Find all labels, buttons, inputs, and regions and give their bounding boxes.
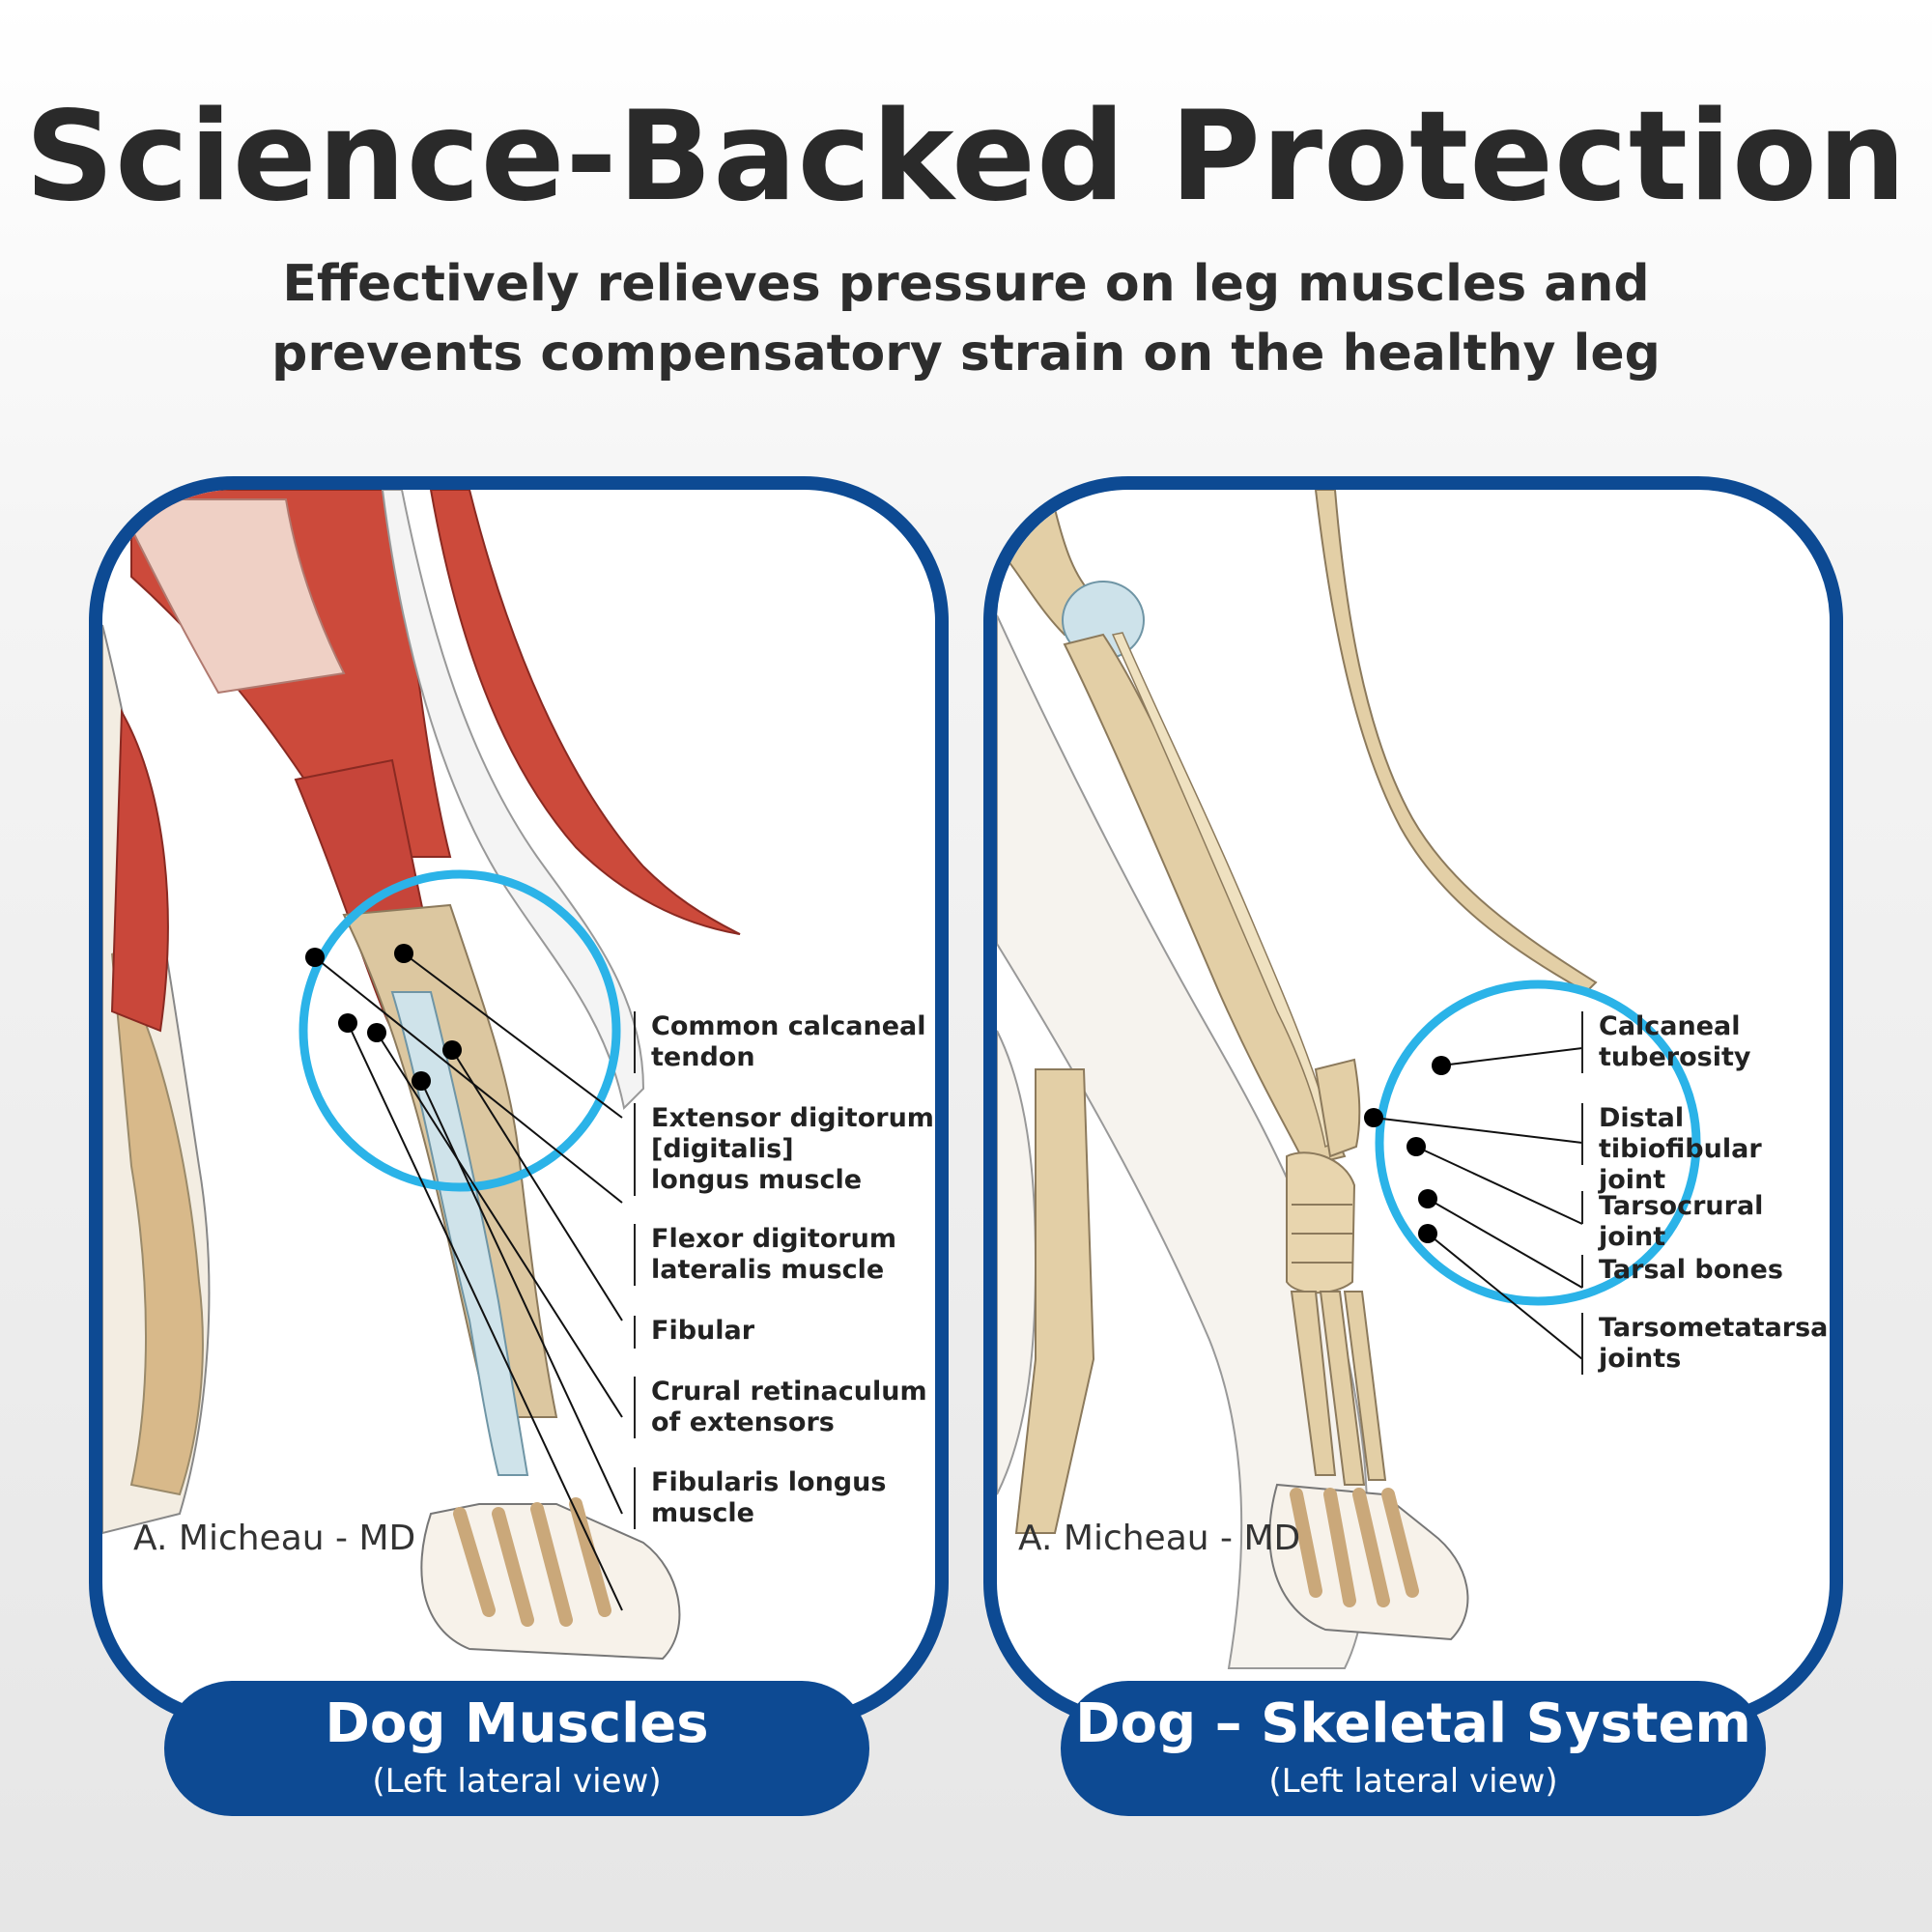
muscles-caption-title: Dog Muscles [325, 1692, 709, 1755]
page-subtitle: Effectively relieves pressure on leg mus… [271, 255, 1661, 383]
label-common-calcaneal-tendon: Common calcaneal tendon [634, 1011, 926, 1073]
skeletal-panel: A. Micheau - MD Calcaneal tuberosity Dis… [983, 476, 1843, 1727]
muscle-illustration [102, 490, 741, 1661]
label-tarsometatarsal-joints: Tarsometatarsal joints [1581, 1313, 1830, 1375]
muscles-panel: A. Micheau - MD Common calcaneal tendon … [89, 476, 949, 1727]
label-tarsal-bones: Tarsal bones [1581, 1255, 1783, 1288]
skeletal-caption-subtitle: (Left lateral view) [1268, 1762, 1558, 1801]
skeletal-caption-title: Dog – Skeletal System [1075, 1692, 1751, 1755]
label-distal-tibiofibular-joint: Distal tibiofibular joint [1581, 1103, 1830, 1195]
label-flexor-digitorum: Flexor digitorum lateralis muscle [634, 1224, 896, 1286]
muscle-labels: Common calcaneal tendon Extensor digitor… [102, 490, 935, 1714]
skeleton-illustration [997, 490, 1701, 1669]
image-credit: A. Micheau - MD [1018, 1519, 1301, 1558]
label-fibularis-longus: Fibularis longus muscle [634, 1467, 886, 1529]
muscles-caption-subtitle: (Left lateral view) [372, 1762, 662, 1801]
label-fibular: Fibular [634, 1316, 754, 1349]
skeletal-caption: Dog – Skeletal System (Left lateral view… [1061, 1681, 1766, 1816]
image-credit: A. Micheau - MD [133, 1519, 416, 1558]
label-extensor-digitorum: Extensor digitorum [digitalis] longus mu… [634, 1103, 934, 1196]
muscles-caption: Dog Muscles (Left lateral view) [164, 1681, 869, 1816]
label-crural-retinaculum: Crural retinaculum of extensors [634, 1377, 927, 1438]
skeleton-labels: Calcaneal tuberosity Distal tibiofibular… [997, 490, 1830, 1714]
label-tarsocrural-joint: Tarsocrural joint [1581, 1191, 1830, 1252]
page-title: Science-Backed Protection [24, 85, 1908, 229]
label-calcaneal-tuberosity: Calcaneal tuberosity [1581, 1011, 1750, 1073]
